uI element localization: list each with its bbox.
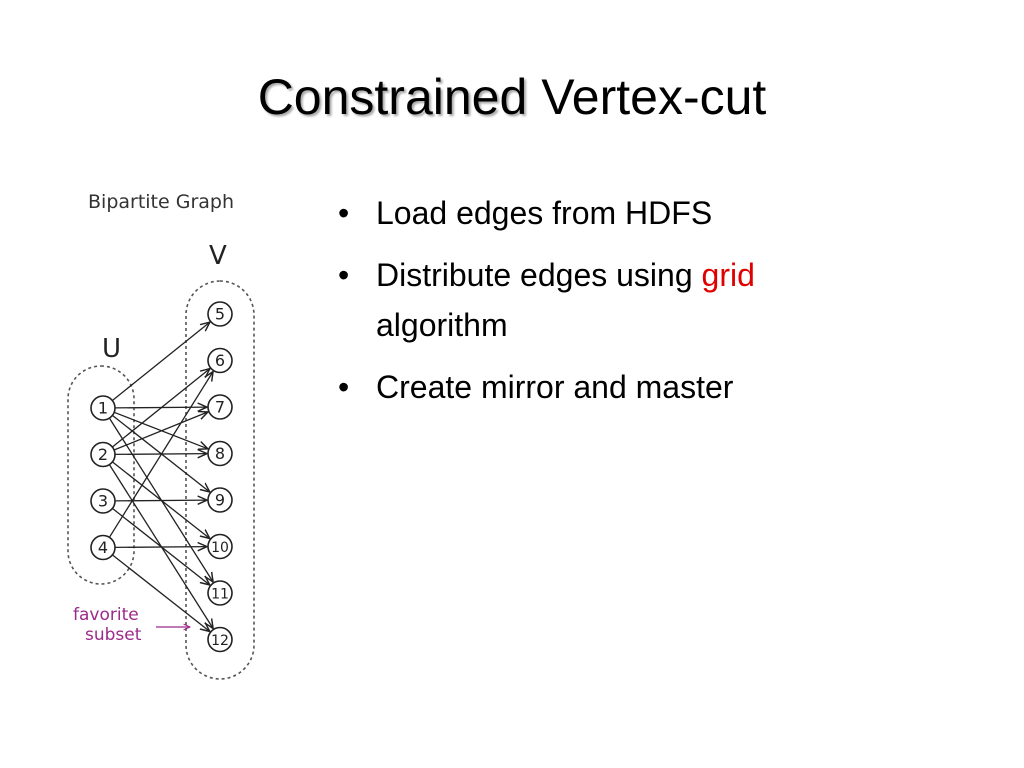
node-circle (207, 301, 233, 327)
slide-title: Constrained Vertex-cut (0, 62, 1024, 132)
node-circle (90, 534, 116, 561)
edge-2-6 (111, 369, 209, 448)
highlighted-word: grid (701, 257, 755, 293)
v-node-5: 5 (207, 301, 233, 327)
v-node-11: 11 (207, 580, 233, 606)
node-circle (207, 533, 233, 560)
edge-4-6 (108, 372, 213, 538)
bullet-dot-icon: • (338, 369, 350, 405)
v-node-8: 8 (207, 440, 233, 467)
title-rest: Vertex-cut (541, 69, 767, 125)
edge-1-5 (111, 322, 209, 402)
node-label: 2 (98, 445, 108, 464)
u-node-1: 1 (90, 395, 116, 421)
node-circle (207, 626, 233, 653)
u-node-4: 4 (90, 534, 116, 561)
node-circle (207, 394, 233, 420)
edge-2-7 (113, 412, 208, 451)
node-label: 4 (98, 538, 108, 557)
edge-4-12 (111, 554, 209, 632)
u-node-3: 3 (90, 488, 116, 514)
node-circle (207, 347, 233, 374)
node-label: 7 (215, 398, 225, 417)
node-label: 6 (215, 351, 225, 370)
bullet-item: • Load edges from HDFS (336, 188, 896, 238)
v-node-12: 12 (207, 626, 233, 653)
bullet-dot-icon: • (338, 257, 350, 293)
v-node-9: 9 (207, 487, 233, 513)
v-set-outline (185, 280, 255, 680)
node-label: 1 (98, 399, 108, 418)
bullet-text-continued: algorithm (376, 307, 508, 343)
u-node-2: 2 (90, 441, 116, 468)
title-emphasis: Constrained (257, 69, 528, 125)
node-label: 9 (215, 491, 225, 510)
edge-4-10 (114, 547, 207, 548)
v-node-7: 7 (207, 394, 233, 420)
v-node-10: 10 (207, 533, 233, 560)
node-circle (90, 488, 116, 514)
bullet-text: Distribute edges using (376, 257, 702, 293)
v-set-label: V (209, 241, 227, 271)
v-node-6: 6 (207, 347, 233, 374)
bullet-item: • Distribute edges using grid algorithm (336, 250, 896, 350)
node-circle (207, 440, 233, 467)
node-label: 5 (215, 305, 225, 324)
bullet-text: Create mirror and master (376, 369, 734, 405)
u-set-outline (67, 365, 135, 585)
edge-3-9 (114, 500, 207, 501)
node-label: 11 (211, 587, 229, 603)
favorite-subset-note-line1: favorite (73, 605, 139, 625)
bullet-dot-icon: • (338, 195, 350, 231)
bullet-text: Load edges from HDFS (376, 195, 713, 231)
u-set-label: U (102, 334, 121, 364)
node-circle (90, 395, 116, 421)
node-circle (90, 441, 116, 468)
node-label: 10 (211, 540, 229, 556)
edges-layer (108, 322, 213, 632)
diagram-caption: Bipartite Graph (88, 191, 234, 213)
node-label: 8 (215, 444, 225, 463)
node-label: 3 (98, 492, 108, 511)
node-circle (207, 487, 233, 513)
node-label: 12 (211, 633, 229, 649)
node-circle (207, 580, 233, 606)
bullet-item: • Create mirror and master (336, 362, 896, 412)
favorite-subset-note-line2: subset (85, 625, 142, 645)
bullet-list: • Load edges from HDFS • Distribute edges … (336, 188, 896, 424)
